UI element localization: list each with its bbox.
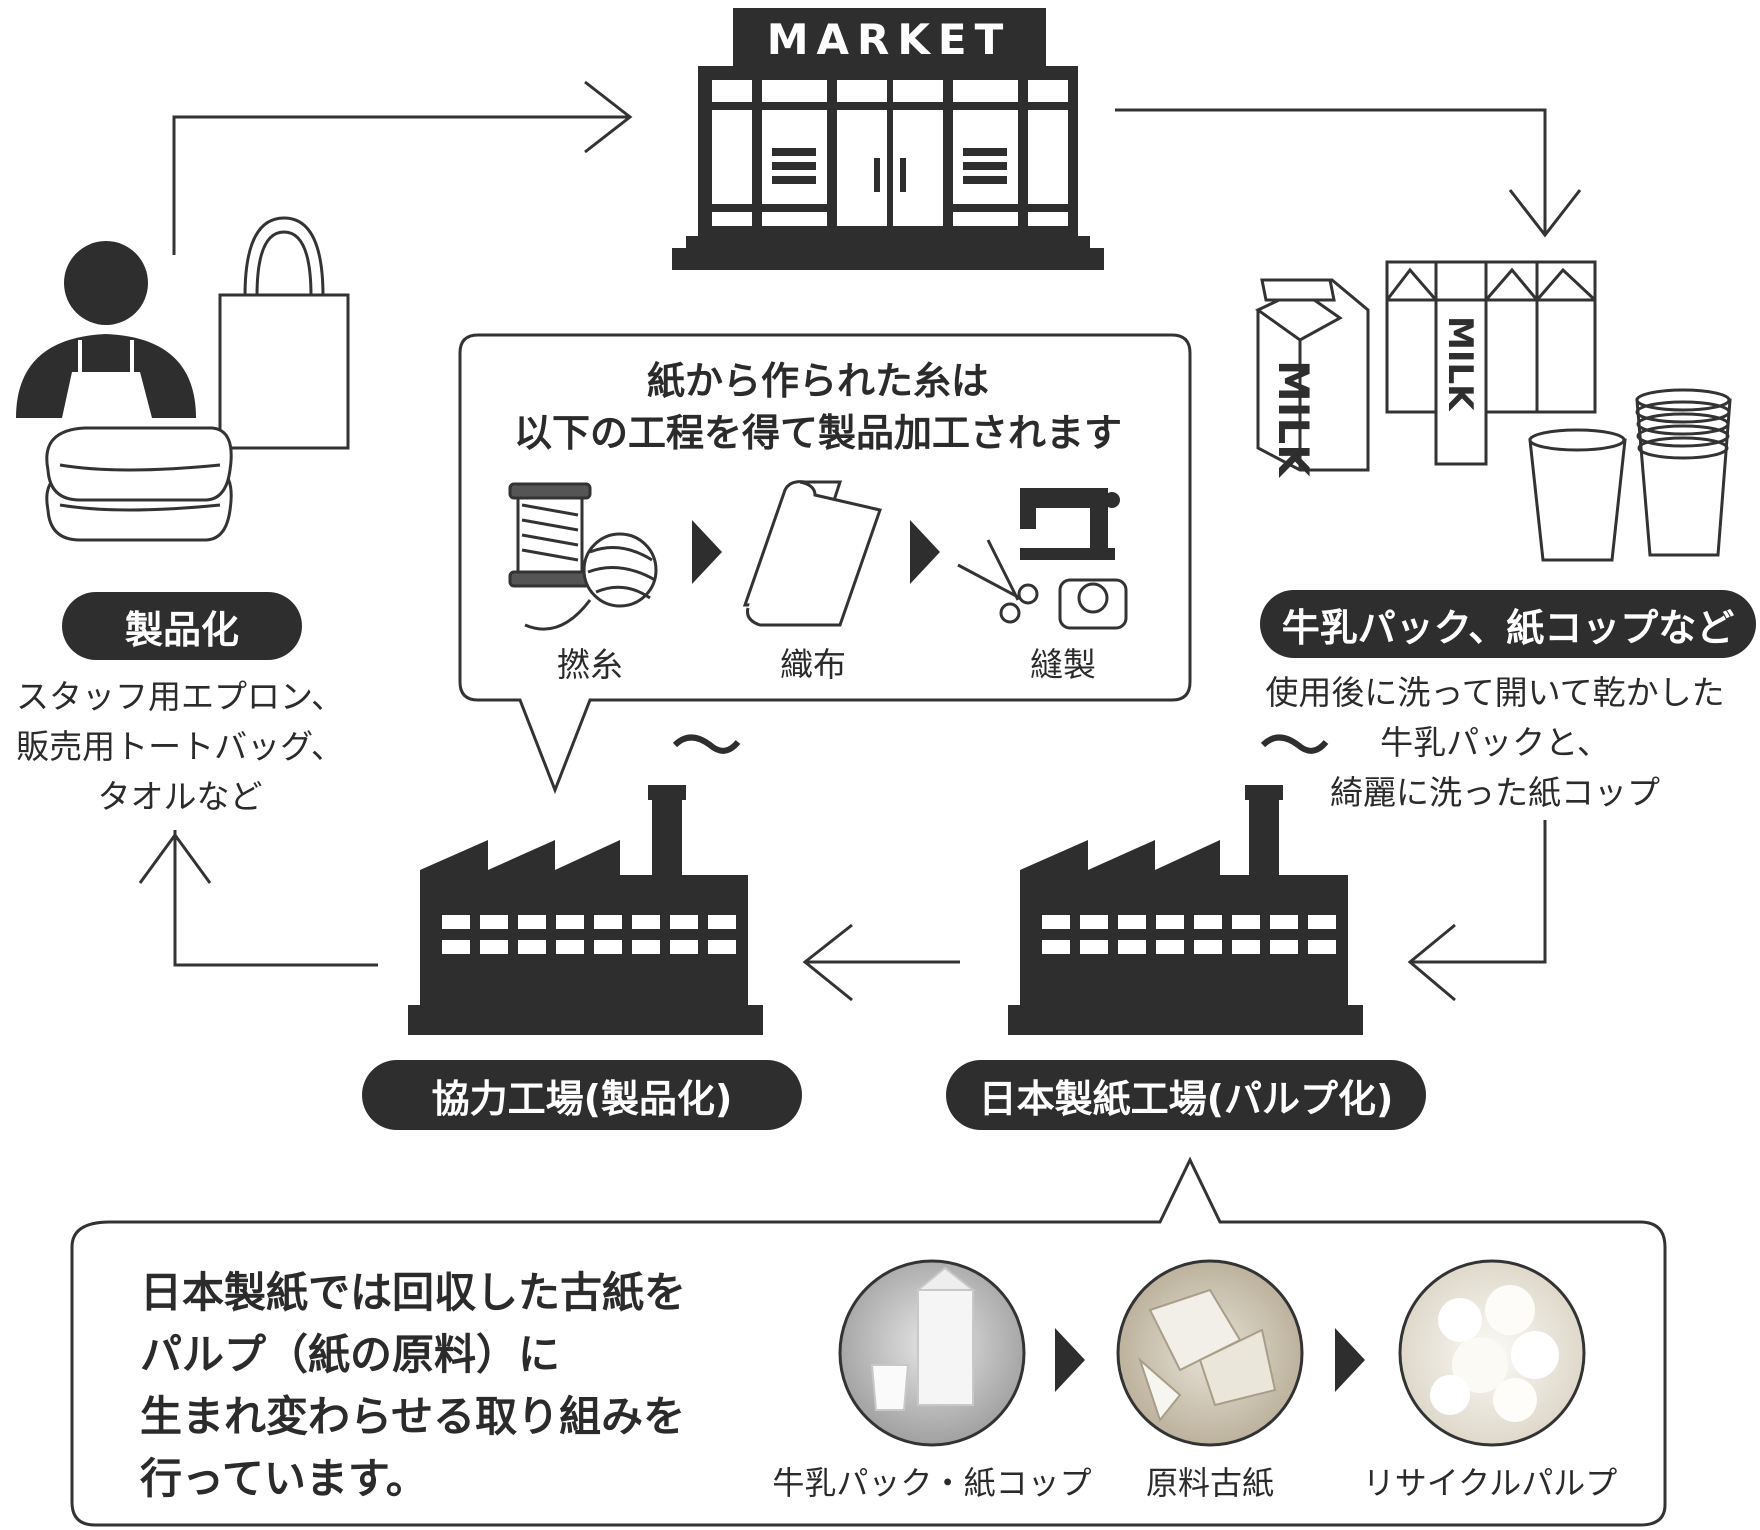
milk-carton-icon: MILK — [1255, 278, 1370, 478]
photo-caption-recycled-pulp: リサイクルパルプ — [1362, 1464, 1618, 1502]
process-title-line: 以下の工程を得て製品加工されます — [513, 411, 1122, 455]
partner-factory-icon — [408, 734, 763, 1035]
photo-step-arrow-1 — [1055, 1328, 1085, 1392]
flow-arrow-factory-to-factory — [802, 923, 960, 1002]
photo-step-arrow-2 — [1335, 1328, 1365, 1392]
flow-arrow-cartons-to-factory — [1407, 820, 1547, 1002]
carton-label-1: MILK — [1269, 360, 1318, 478]
staff-person-icon — [16, 241, 196, 418]
productization-desc: スタッフ用エプロン、 販売用トートバッグ、 タオルなど — [0, 672, 360, 822]
flow-arrow-factory-to-products — [138, 830, 378, 967]
productization-desc-line: 販売用トートバッグ、 — [16, 727, 344, 766]
productization-desc-line: タオルなど — [97, 777, 263, 816]
opened-carton-icon: MILK — [1385, 260, 1597, 466]
intro-line: 生まれ変わらせる取り組みを — [140, 1392, 686, 1441]
step-label-weaving: 織布 — [780, 645, 846, 684]
nippon-paper-factory-icon — [1008, 734, 1363, 1035]
thread-spool-icon — [508, 482, 658, 631]
cartons-cups-desc-line: 綺麗に洗った紙コップ — [1330, 773, 1660, 812]
photo-caption-waste-paper: 原料古紙 — [1145, 1464, 1274, 1502]
flow-arrow-to-market — [172, 80, 633, 255]
process-step-arrow-1 — [692, 520, 722, 584]
intro-line: 行っています。 — [140, 1454, 428, 1503]
label-partner-factory: 協力工場(製品化) — [362, 1060, 802, 1130]
market-icon: MARKET — [672, 8, 1104, 270]
paper-cup-stack-icon — [1635, 388, 1732, 557]
photo-carton-cup — [838, 1259, 1026, 1447]
carton-label-2: MILK — [1440, 316, 1480, 412]
scissors-icon — [957, 539, 1039, 624]
tape-measure-icon — [1058, 578, 1128, 630]
step-label-twisting: 撚糸 — [557, 645, 623, 684]
sewing-machine-icon — [1020, 488, 1120, 560]
label-cartons-cups: 牛乳パック、紙コップなど — [1260, 590, 1756, 658]
fabric-roll-icon — [742, 480, 882, 627]
cartons-cups-desc-line: 牛乳パックと、 — [1380, 723, 1610, 762]
label-nippon-paper-factory: 日本製紙工場(パルプ化) — [946, 1060, 1426, 1130]
intro-line: パルプ（紙の原料）に — [140, 1330, 561, 1379]
productization-desc-line: スタッフ用エプロン、 — [15, 677, 345, 716]
process-bubble-title: 紙から作られた糸は 以下の工程を得て製品加工されます — [448, 355, 1188, 459]
cartons-cups-desc-line: 使用後に洗って開いて乾かした — [1265, 673, 1725, 712]
intro-line: 日本製紙では回収した古紙を — [140, 1268, 687, 1317]
label-productization: 製品化 — [62, 592, 302, 660]
cartons-cups-desc: 使用後に洗って開いて乾かした 牛乳パックと、 綺麗に洗った紙コップ — [1230, 668, 1760, 818]
flow-arrow-market-to-cartons — [1115, 108, 1582, 238]
process-step-arrow-2 — [910, 520, 940, 584]
market-sign: MARKET — [767, 15, 1012, 64]
photo-waste-paper — [1116, 1259, 1304, 1447]
recycling-intro-text: 日本製紙では回収した古紙を パルプ（紙の原料）に 生まれ変わらせる取り組みを 行… — [140, 1262, 760, 1510]
process-title-line: 紙から作られた糸は — [646, 359, 989, 403]
towel-icon — [45, 426, 233, 542]
photo-caption-carton-cup: 牛乳パック・紙コップ — [772, 1464, 1092, 1502]
photo-recycled-pulp — [1398, 1259, 1586, 1447]
step-label-sewing: 縫製 — [1030, 645, 1096, 684]
paper-cup-icon — [1528, 428, 1627, 562]
tote-bag-icon — [218, 216, 350, 450]
